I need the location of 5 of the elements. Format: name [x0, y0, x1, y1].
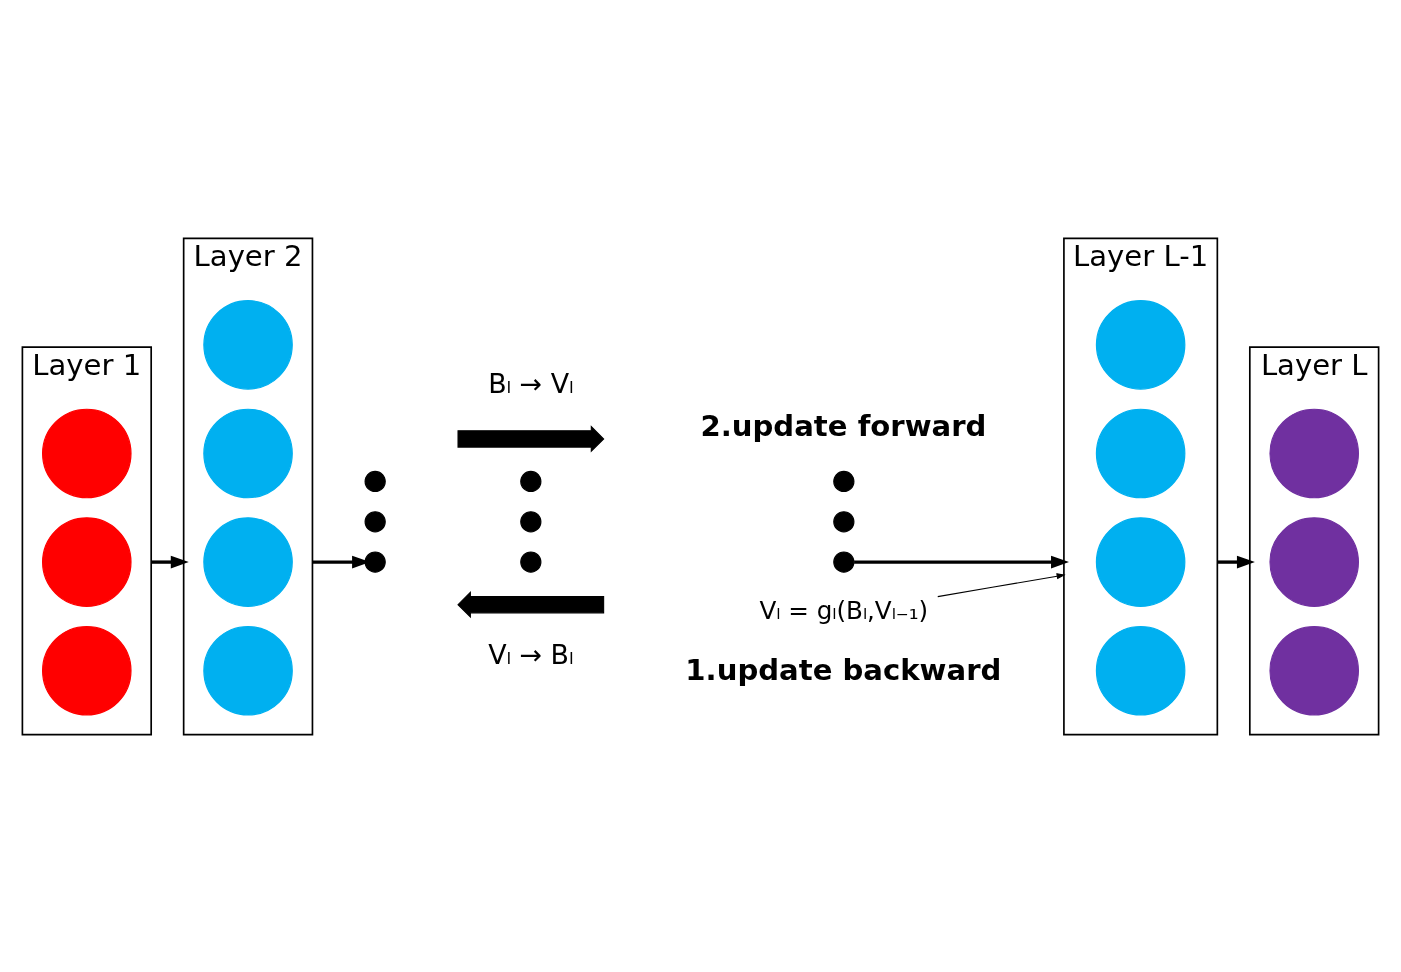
label: Bₗ → Vₗ [488, 367, 574, 399]
label: 2.update forward [700, 408, 987, 443]
node-text: Vₗ = gₗ(Bₗ,Vₗ₋₁) [759, 595, 929, 625]
label: 1.update backward [685, 652, 1002, 687]
label: Vₗ → Bₗ [488, 638, 574, 670]
